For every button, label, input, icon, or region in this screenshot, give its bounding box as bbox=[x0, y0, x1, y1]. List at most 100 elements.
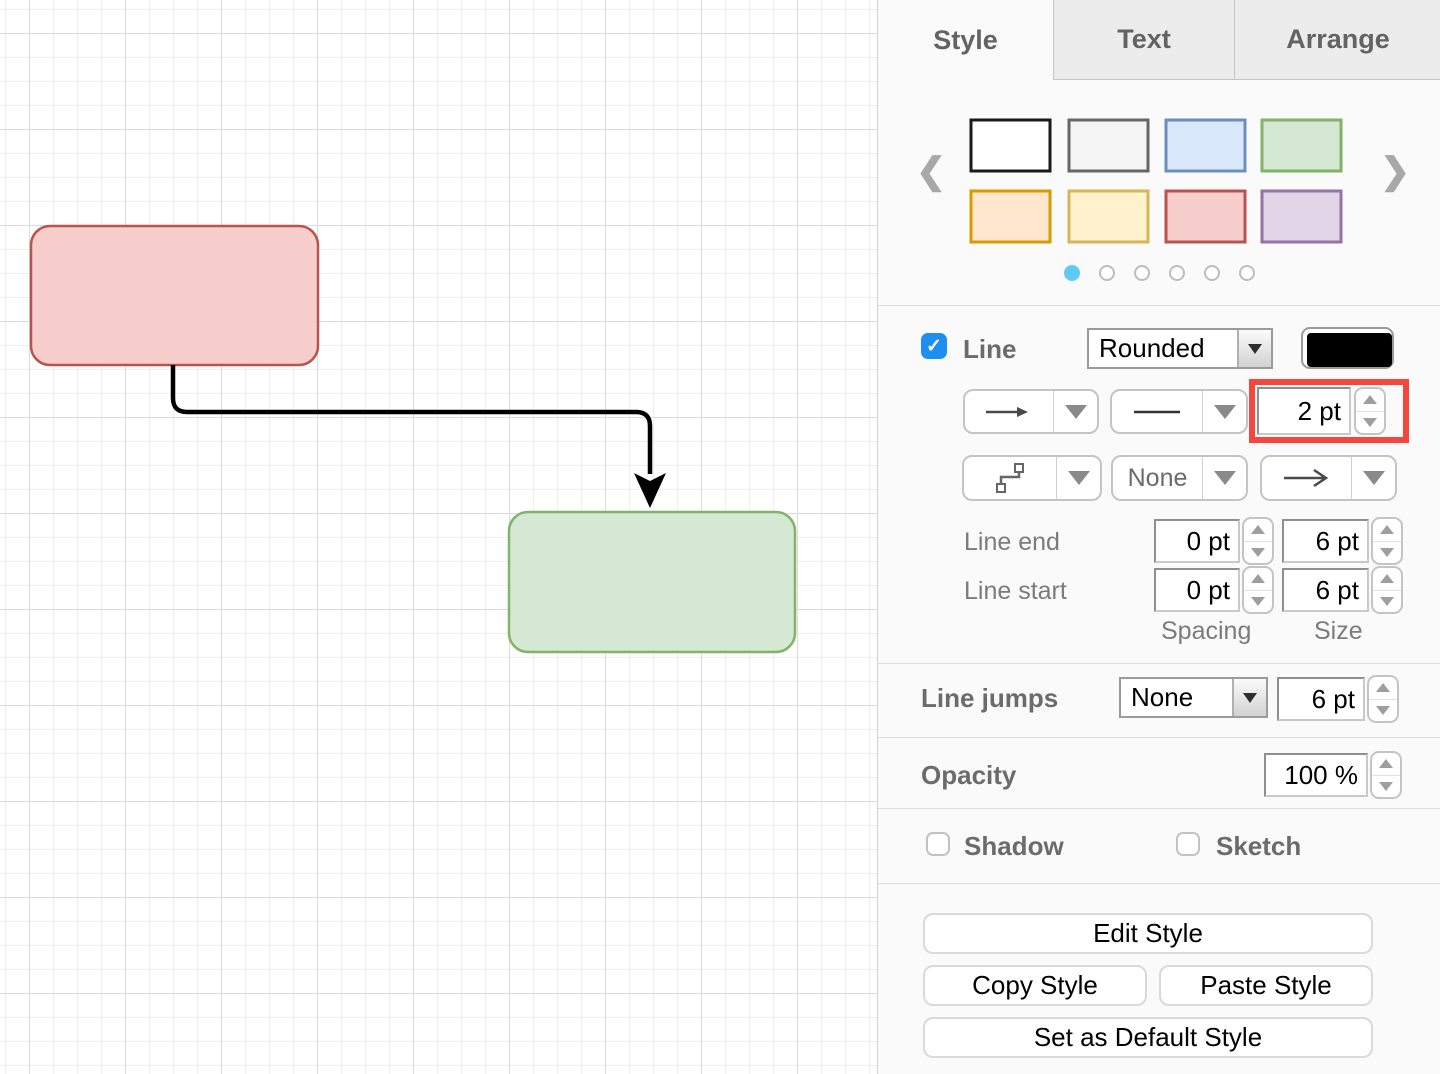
line-end-spacing-stepper[interactable] bbox=[1242, 517, 1274, 565]
line-start-size-stepper[interactable] bbox=[1371, 566, 1403, 614]
line-start-spacing-input[interactable] bbox=[1154, 568, 1240, 612]
line-width-input[interactable] bbox=[1257, 387, 1351, 435]
target-box[interactable] bbox=[507, 510, 797, 654]
tab-text[interactable]: Text bbox=[1054, 0, 1234, 80]
line-end-style-button[interactable] bbox=[1260, 455, 1397, 501]
spinner-down-icon bbox=[1376, 705, 1390, 715]
line-start-style-button[interactable] bbox=[963, 389, 1099, 434]
style-swatch-yellow[interactable] bbox=[1067, 189, 1150, 244]
spinner-down-icon bbox=[1363, 417, 1377, 427]
line-end-size-stepper[interactable] bbox=[1371, 517, 1403, 565]
line-corner-style-select[interactable]: Rounded bbox=[1087, 328, 1273, 369]
swatch-pager bbox=[878, 265, 1440, 283]
connector-arrowhead-icon bbox=[634, 473, 666, 508]
size-column-label: Size bbox=[1314, 617, 1363, 645]
line-jumps-size-input[interactable] bbox=[1277, 677, 1365, 721]
line-jumps-size-stepper[interactable] bbox=[1367, 675, 1399, 723]
line-checkbox[interactable]: ✓ bbox=[921, 333, 947, 359]
opacity-input[interactable] bbox=[1264, 753, 1368, 797]
opacity-label: Opacity bbox=[921, 760, 1017, 790]
spinner-up-icon bbox=[1363, 395, 1377, 405]
shadow-label: Shadow bbox=[964, 831, 1064, 861]
paste-style-button[interactable]: Paste Style bbox=[1159, 965, 1373, 1006]
shadow-checkbox[interactable] bbox=[926, 832, 950, 856]
line-stroke-style-button[interactable] bbox=[1110, 389, 1248, 434]
select-button bbox=[1237, 330, 1271, 367]
pager-dot-3[interactable] bbox=[1134, 265, 1150, 281]
opacity-stepper[interactable] bbox=[1370, 751, 1402, 799]
caret-down-icon bbox=[1243, 692, 1257, 703]
chevron-right-icon[interactable]: ❯ bbox=[1380, 150, 1411, 191]
line-jumps-label: Line jumps bbox=[921, 683, 1059, 713]
sketch-checkbox[interactable] bbox=[1176, 832, 1200, 856]
line-width-stepper[interactable] bbox=[1354, 387, 1386, 435]
caret-down-icon bbox=[1213, 471, 1236, 485]
line-label: Line bbox=[963, 334, 1017, 364]
format-tab-bar: Style Text Arrange bbox=[878, 0, 1440, 80]
format-panel: Style Text Arrange ❮ ❯ ✓ Line Rounded bbox=[877, 0, 1440, 1074]
spinner-up-icon bbox=[1380, 574, 1394, 584]
line-jumps-value: None bbox=[1131, 682, 1194, 712]
line-jumps-select[interactable]: None bbox=[1119, 677, 1268, 718]
waypoints-style-button[interactable] bbox=[962, 455, 1102, 501]
pager-dot-2[interactable] bbox=[1099, 265, 1115, 281]
pager-dot-1[interactable] bbox=[1064, 265, 1080, 281]
spinner-up-icon bbox=[1380, 525, 1394, 535]
connection-style-value: None bbox=[1127, 463, 1188, 492]
line-corner-style-value: Rounded bbox=[1099, 333, 1205, 363]
style-swatch-gray[interactable] bbox=[1067, 118, 1150, 173]
style-swatch-white[interactable] bbox=[969, 118, 1052, 173]
checkmark-icon: ✓ bbox=[926, 335, 942, 357]
line-start-spacing-stepper[interactable] bbox=[1242, 566, 1274, 614]
spinner-down-icon bbox=[1380, 547, 1394, 557]
line-start-label: Line start bbox=[964, 577, 1067, 605]
tab-arrange[interactable]: Arrange bbox=[1234, 0, 1440, 80]
spinner-down-icon bbox=[1251, 596, 1265, 606]
spinner-up-icon bbox=[1251, 574, 1265, 584]
section-divider bbox=[878, 883, 1440, 884]
spinner-up-icon bbox=[1376, 683, 1390, 693]
section-divider bbox=[878, 737, 1440, 738]
source-box[interactable] bbox=[29, 224, 320, 367]
pager-dot-6[interactable] bbox=[1239, 265, 1255, 281]
waypoints-icon bbox=[996, 463, 1024, 493]
edit-style-button[interactable]: Edit Style bbox=[923, 913, 1373, 954]
section-divider bbox=[878, 663, 1440, 664]
pager-dot-4[interactable] bbox=[1169, 265, 1185, 281]
caret-down-icon bbox=[1248, 343, 1262, 354]
spacing-column-label: Spacing bbox=[1161, 617, 1252, 645]
line-color-button[interactable] bbox=[1301, 327, 1394, 369]
style-swatch-purple[interactable] bbox=[1260, 189, 1343, 244]
line-color-preview bbox=[1307, 333, 1392, 367]
style-swatch-orange[interactable] bbox=[969, 189, 1052, 244]
connector-edge[interactable] bbox=[170, 365, 653, 474]
style-swatch-green[interactable] bbox=[1260, 118, 1343, 173]
style-swatch-red[interactable] bbox=[1164, 189, 1247, 244]
line-start-size-input[interactable] bbox=[1282, 568, 1369, 612]
sketch-label: Sketch bbox=[1216, 831, 1302, 861]
solid-line-icon bbox=[1134, 410, 1180, 413]
arrow-end-icon bbox=[1283, 468, 1328, 488]
spinner-down-icon bbox=[1380, 596, 1394, 606]
caret-down-icon bbox=[1213, 404, 1236, 419]
spinner-up-icon bbox=[1379, 759, 1393, 769]
line-end-size-input[interactable] bbox=[1282, 519, 1369, 563]
arrow-right-icon bbox=[986, 406, 1028, 417]
chevron-left-icon[interactable]: ❮ bbox=[916, 150, 947, 191]
line-end-spacing-input[interactable] bbox=[1154, 519, 1240, 563]
line-end-label: Line end bbox=[964, 528, 1060, 556]
spinner-down-icon bbox=[1379, 781, 1393, 791]
copy-style-button[interactable]: Copy Style bbox=[923, 965, 1147, 1006]
set-default-style-button[interactable]: Set as Default Style bbox=[923, 1017, 1373, 1058]
tab-style[interactable]: Style bbox=[878, 0, 1054, 80]
diagram-canvas[interactable] bbox=[0, 0, 877, 1074]
connection-style-button[interactable]: None bbox=[1111, 455, 1248, 501]
diagram-layer bbox=[29, 224, 797, 654]
caret-down-icon bbox=[1362, 471, 1385, 485]
style-swatch-blue[interactable] bbox=[1164, 118, 1247, 173]
caret-down-icon bbox=[1067, 471, 1090, 485]
spinner-down-icon bbox=[1251, 547, 1265, 557]
spinner-up-icon bbox=[1251, 525, 1265, 535]
section-divider bbox=[878, 808, 1440, 809]
pager-dot-5[interactable] bbox=[1204, 265, 1220, 281]
